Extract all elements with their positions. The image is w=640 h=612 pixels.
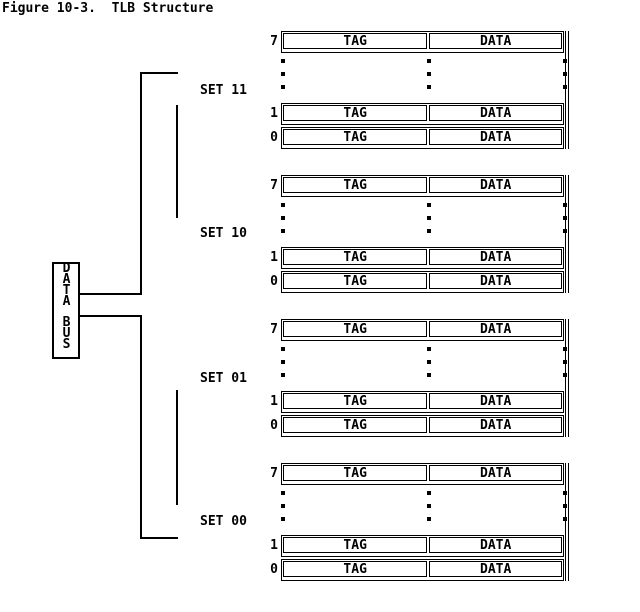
ellipsis-dots: [427, 491, 431, 495]
data-cell: DATA: [429, 561, 562, 577]
data-cell: DATA: [429, 465, 562, 481]
tag-cell: TAG: [283, 465, 428, 481]
tlb-entry-row: TAG DATA: [281, 559, 564, 581]
set11-connector-line: [140, 72, 178, 74]
tlb-entry-row: TAG DATA: [281, 391, 564, 413]
set01-connector-line: [176, 390, 178, 505]
bus-bottom-tick: [52, 357, 80, 359]
stack-edge-line: [568, 463, 569, 581]
set00-connector-line: [140, 537, 178, 539]
figure-title: Figure 10-3. TLB Structure: [2, 1, 214, 16]
tlb-set-block-10: 7 TAG DATA 1 TAG DATA 0 TAG DATA: [264, 175, 570, 293]
tlb-entry-row: TAG DATA: [281, 535, 564, 557]
data-cell: DATA: [429, 273, 562, 289]
bus-top-tick: [52, 262, 80, 264]
entry-index-label: 7: [270, 178, 278, 193]
tag-cell: TAG: [283, 105, 428, 121]
entry-index-label: 1: [270, 250, 278, 265]
data-cell: DATA: [429, 321, 562, 337]
tag-cell: TAG: [283, 537, 428, 553]
set10-connector-line: [176, 105, 178, 218]
tag-cell: TAG: [283, 249, 428, 265]
set-label-00: SET 00: [200, 514, 247, 529]
bus-branch-lower-line: [80, 315, 140, 317]
ellipsis-dots: [427, 347, 431, 351]
stack-edge-line: [568, 31, 569, 149]
data-cell: DATA: [429, 249, 562, 265]
ellipsis-dots: [281, 347, 285, 351]
entry-index-label: 0: [270, 274, 278, 289]
data-cell: DATA: [429, 537, 562, 553]
tag-cell: TAG: [283, 273, 428, 289]
ellipsis-dots: [281, 203, 285, 207]
set-label-11: SET 11: [200, 83, 247, 98]
tag-cell: TAG: [283, 177, 428, 193]
tlb-set-block-01: 7 TAG DATA 1 TAG DATA 0 TAG DATA: [264, 319, 570, 437]
tlb-entry-row: TAG DATA: [281, 319, 564, 341]
data-cell: DATA: [429, 393, 562, 409]
tlb-entry-row: TAG DATA: [281, 271, 564, 293]
entry-index-label: 0: [270, 130, 278, 145]
bus-label-data: DATA: [62, 261, 71, 309]
entry-index-label: 7: [270, 466, 278, 481]
stack-edge-line: [568, 319, 569, 437]
lower-trunk-line: [140, 315, 142, 539]
data-cell: DATA: [429, 129, 562, 145]
upper-trunk-line: [140, 72, 142, 295]
bus-label-bus: BUS: [62, 315, 71, 352]
data-cell: DATA: [429, 177, 562, 193]
tlb-set-block-11: 7 TAG DATA 1 TAG DATA 0 TAG DATA: [264, 31, 570, 149]
stack-edge-line: [565, 319, 566, 437]
tag-cell: TAG: [283, 33, 428, 49]
stack-edge-line: [565, 31, 566, 149]
tlb-entry-row: TAG DATA: [281, 175, 564, 197]
tlb-entry-row: TAG DATA: [281, 127, 564, 149]
tag-cell: TAG: [283, 129, 428, 145]
entry-index-label: 7: [270, 322, 278, 337]
stack-edge-line: [565, 463, 566, 581]
entry-index-label: 1: [270, 106, 278, 121]
ellipsis-dots: [281, 59, 285, 63]
tag-cell: TAG: [283, 321, 428, 337]
tlb-entry-row: TAG DATA: [281, 463, 564, 485]
bus-right-line: [78, 262, 80, 359]
ellipsis-dots: [281, 491, 285, 495]
stack-edge-line: [568, 175, 569, 293]
data-cell: DATA: [429, 417, 562, 433]
tag-cell: TAG: [283, 417, 428, 433]
entry-index-label: 7: [270, 34, 278, 49]
set-label-10: SET 10: [200, 226, 247, 241]
bus-left-line: [52, 262, 54, 359]
data-cell: DATA: [429, 105, 562, 121]
tag-cell: TAG: [283, 561, 428, 577]
tlb-entry-row: TAG DATA: [281, 415, 564, 437]
entry-index-label: 1: [270, 538, 278, 553]
entry-index-label: 0: [270, 562, 278, 577]
tlb-entry-row: TAG DATA: [281, 247, 564, 269]
data-cell: DATA: [429, 33, 562, 49]
ellipsis-dots: [427, 203, 431, 207]
tag-cell: TAG: [283, 393, 428, 409]
tlb-entry-row: TAG DATA: [281, 31, 564, 53]
bus-branch-upper-line: [80, 293, 140, 295]
ellipsis-dots: [427, 59, 431, 63]
tlb-entry-row: TAG DATA: [281, 103, 564, 125]
entry-index-label: 0: [270, 418, 278, 433]
entry-index-label: 1: [270, 394, 278, 409]
tlb-set-block-00: 7 TAG DATA 1 TAG DATA 0 TAG DATA: [264, 463, 570, 581]
stack-edge-line: [565, 175, 566, 293]
set-label-01: SET 01: [200, 371, 247, 386]
